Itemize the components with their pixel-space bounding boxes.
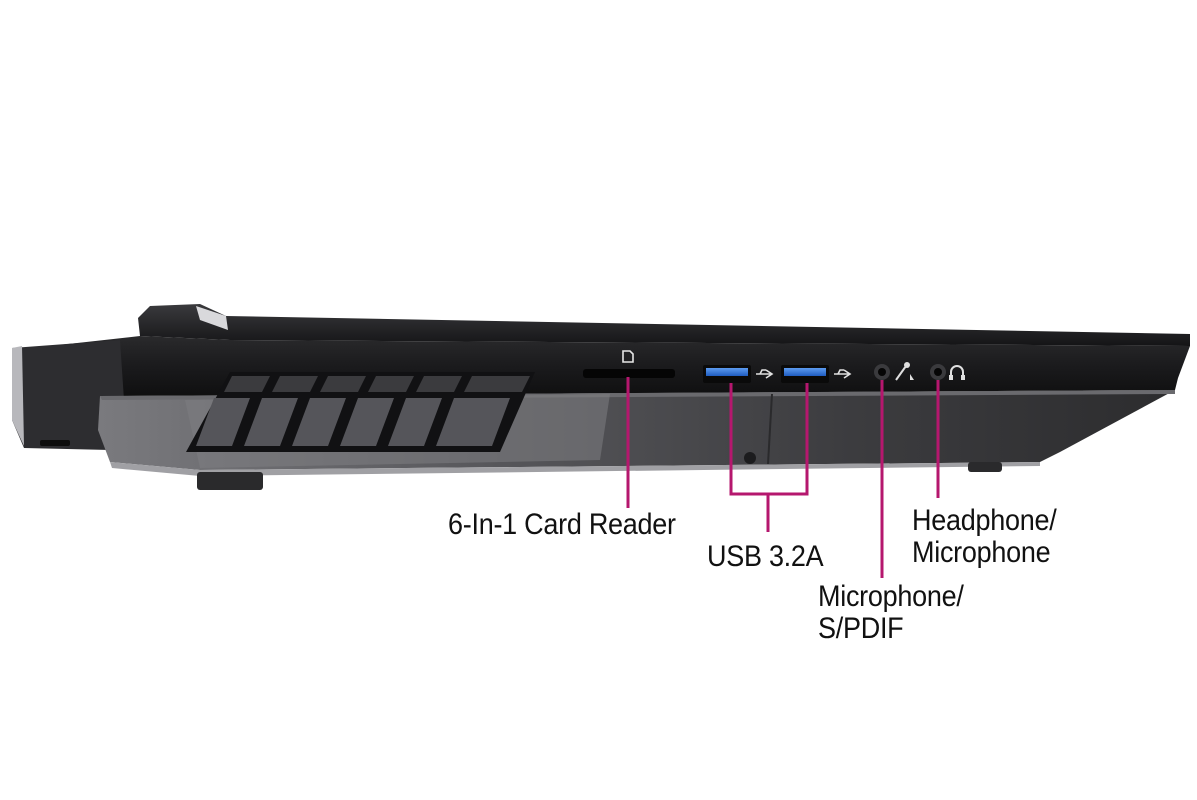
rubber-foot bbox=[968, 462, 1002, 472]
mic-jack bbox=[874, 364, 890, 380]
callout-lines bbox=[626, 377, 940, 578]
label-headphone: Headphone/ Microphone bbox=[912, 504, 1057, 569]
rear-bumper bbox=[12, 340, 124, 450]
laptop-lid bbox=[138, 304, 1190, 346]
label-card-reader-text: 6-In-1 Card Reader bbox=[448, 508, 676, 541]
lid-hinge-highlight bbox=[196, 306, 228, 330]
usb-port bbox=[703, 365, 751, 383]
headphone-icon bbox=[949, 365, 965, 380]
cooling-vent bbox=[186, 372, 535, 452]
usb-icon bbox=[756, 369, 774, 379]
label-card-reader: 6-In-1 Card Reader bbox=[448, 509, 676, 541]
label-headphone-line1: Headphone/ bbox=[912, 504, 1057, 537]
label-headphone-line2: Microphone bbox=[912, 536, 1051, 569]
label-mic-spdif-line1: Microphone/ bbox=[818, 580, 964, 613]
laptop-body bbox=[14, 336, 1190, 396]
usb-port bbox=[781, 365, 829, 383]
card-reader-slot bbox=[583, 369, 675, 378]
label-usb: USB 3.2A bbox=[707, 540, 824, 573]
microphone-icon bbox=[895, 362, 914, 381]
rubber-foot bbox=[197, 472, 263, 490]
callout-line-usb bbox=[729, 383, 809, 532]
usb-icon bbox=[834, 369, 852, 379]
label-mic-spdif-line2: S/PDIF bbox=[818, 612, 904, 645]
label-usb-text: USB 3.2A bbox=[707, 540, 824, 573]
headphone-jack bbox=[930, 364, 946, 380]
sd-card-icon bbox=[622, 350, 634, 363]
label-mic-spdif: Microphone/ S/PDIF bbox=[818, 581, 964, 645]
